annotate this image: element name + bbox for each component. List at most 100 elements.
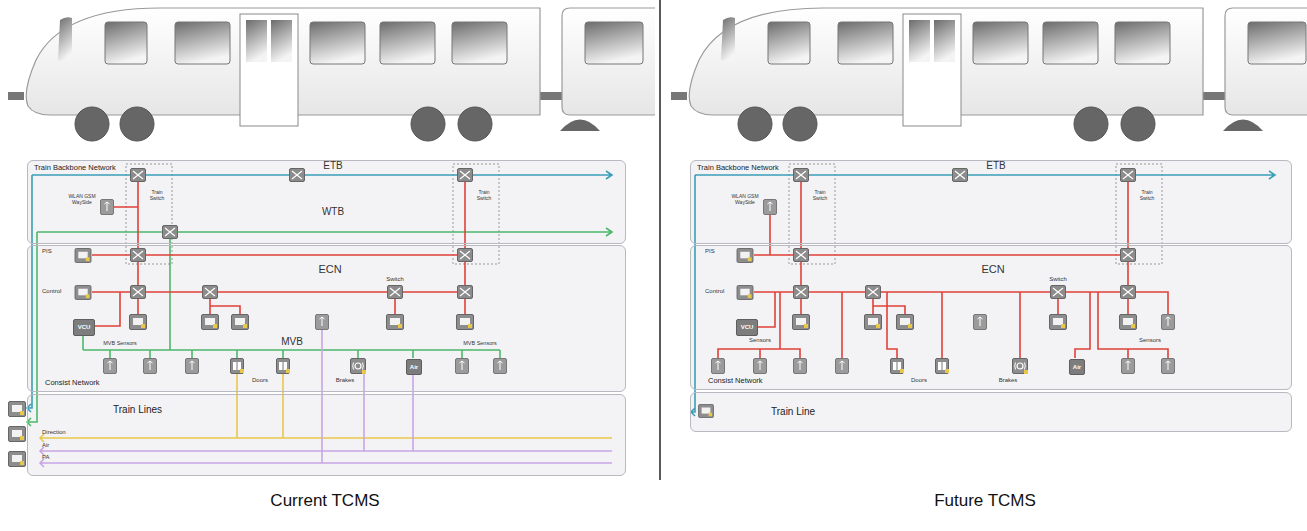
train-switch-frame xyxy=(453,164,499,264)
diagram-label: Control xyxy=(705,288,724,295)
train-illustration xyxy=(8,8,655,141)
current-devices xyxy=(316,315,329,330)
future-devices xyxy=(793,315,810,330)
band-heading: Consist Network xyxy=(45,379,100,387)
band-heading: Train Backbone Network xyxy=(34,164,116,172)
panel-caption: Future TCMS xyxy=(934,492,1036,511)
current-devices xyxy=(75,248,91,262)
network-band: Train Line xyxy=(690,392,1292,432)
device-label: VCU xyxy=(741,324,754,331)
diagram-label: Brakes xyxy=(336,377,355,384)
future-wiring xyxy=(691,171,1275,416)
diagram-label: WLAN GSM WaySide xyxy=(731,194,759,205)
future-devices xyxy=(866,286,881,299)
current-devices xyxy=(9,169,507,467)
diagram-label: Switch xyxy=(1049,276,1067,283)
diagram-label: Doors xyxy=(252,377,268,384)
diagram-label: PA xyxy=(42,454,50,461)
future-devices xyxy=(974,315,987,330)
diagram-label: ETB xyxy=(986,160,1005,171)
current-devices xyxy=(130,315,147,330)
train-switch-frame xyxy=(126,164,172,264)
future-devices xyxy=(754,359,767,374)
future-wiring xyxy=(718,182,1168,358)
current-devices xyxy=(75,285,91,299)
network-band: Train Backbone Network xyxy=(690,160,1292,244)
band-fill xyxy=(690,160,1292,244)
train-illustration xyxy=(8,8,1307,141)
diagram-label: ECN xyxy=(318,263,341,275)
diagram-label: PIS xyxy=(42,248,52,255)
current-devices xyxy=(203,286,218,299)
future-devices xyxy=(1050,315,1067,330)
future-devices xyxy=(737,248,753,262)
current-devices xyxy=(186,359,199,374)
current-wiring xyxy=(40,330,612,467)
diagram-label: Sensors xyxy=(1139,337,1161,344)
band-fill xyxy=(690,392,1292,432)
band-heading: Train Line xyxy=(771,406,815,417)
current-devices xyxy=(9,402,26,417)
diagram-label: Train Switch xyxy=(474,190,494,201)
current-devices xyxy=(458,286,473,299)
current-devices xyxy=(457,315,474,330)
diagram-label: Doors xyxy=(911,377,927,384)
diagram-label: Air xyxy=(42,442,49,449)
current-devices xyxy=(131,169,146,182)
current-wiring xyxy=(27,228,612,426)
future-devices xyxy=(1120,315,1137,330)
diagram-label: WLAN GSM WaySide xyxy=(68,194,96,205)
current-devices xyxy=(387,315,404,330)
current-devices xyxy=(231,359,245,374)
band-fill xyxy=(27,160,1292,476)
future-wiring xyxy=(691,171,1275,416)
future-devices xyxy=(1122,359,1135,374)
network-band: Train Backbone Network xyxy=(27,160,626,244)
current-devices xyxy=(232,315,249,330)
future-devices xyxy=(794,286,809,299)
current-devices xyxy=(131,249,146,262)
future-devices xyxy=(1121,169,1136,182)
future-devices xyxy=(1162,315,1175,330)
current-devices xyxy=(9,452,26,467)
network-band: Train Lines xyxy=(27,394,626,476)
device-label: Air xyxy=(410,364,418,371)
diagram-label: MVB Sensors xyxy=(103,340,137,346)
future-devices xyxy=(737,285,753,299)
future-devices xyxy=(836,359,849,374)
future-devices xyxy=(794,359,807,374)
current-devices xyxy=(101,200,114,215)
current-devices xyxy=(9,427,26,442)
diagram-label: Control xyxy=(42,288,61,295)
train-illustration xyxy=(671,8,1307,141)
current-wiring xyxy=(27,171,612,412)
diagram-label: Train Switch xyxy=(810,190,830,201)
future-devices xyxy=(936,359,950,374)
band-heading: Train Lines xyxy=(113,404,162,415)
current-devices xyxy=(290,169,305,182)
device-label: Air xyxy=(1073,364,1081,371)
diagram-label: Direction xyxy=(42,429,66,436)
band-heading: Train Backbone Network xyxy=(697,164,779,172)
current-devices xyxy=(456,359,469,374)
device-box: VCU xyxy=(73,319,95,336)
future-devices xyxy=(1121,286,1136,299)
train-switch-frame xyxy=(1116,164,1162,264)
panel-caption: Current TCMS xyxy=(270,492,379,511)
future-devices xyxy=(865,315,882,330)
diagram-label: Train Switch xyxy=(147,190,167,201)
device-box: Air xyxy=(406,359,422,375)
diagram-label: MVB Sensors xyxy=(463,340,497,346)
current-devices xyxy=(144,359,157,374)
future-devices xyxy=(794,169,809,182)
diagram-label: PIS xyxy=(705,248,715,255)
diagram-label: Switch xyxy=(386,276,404,283)
train-switch-frame xyxy=(126,164,1162,264)
current-devices xyxy=(163,226,178,239)
current-devices xyxy=(494,359,507,374)
current-wiring xyxy=(27,171,612,467)
current-devices xyxy=(388,286,403,299)
diagram-label: Brakes xyxy=(999,377,1018,384)
diagram-label: ETB xyxy=(323,160,342,171)
diagram-label: Train Switch xyxy=(1137,190,1157,201)
